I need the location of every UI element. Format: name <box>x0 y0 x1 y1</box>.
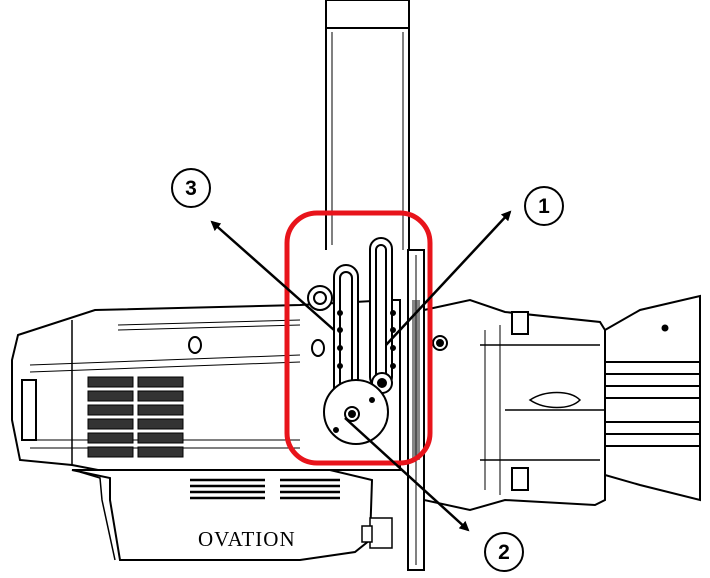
callout-arrow-1 <box>385 210 512 346</box>
callout-1-label: 1 <box>538 195 550 218</box>
callout-arrow-2 <box>344 417 470 532</box>
brand-label: OVATION <box>198 527 296 551</box>
tilt-lock-mechanism <box>307 237 396 445</box>
callout-2: 2 <box>484 532 524 572</box>
callout-2-label: 2 <box>498 541 510 564</box>
knob <box>361 517 393 549</box>
callout-3: 3 <box>171 168 211 208</box>
yoke-arm <box>325 0 410 255</box>
callout-1: 1 <box>524 186 564 226</box>
shutter-plate <box>407 249 425 571</box>
lens-tube <box>604 294 701 502</box>
vent-grille <box>87 376 184 458</box>
callout-arrow-3 <box>210 220 335 331</box>
lens-barrel <box>423 298 700 512</box>
lower-housing <box>71 469 374 561</box>
callout-3-label: 3 <box>185 177 197 200</box>
highlight-box <box>284 210 433 466</box>
